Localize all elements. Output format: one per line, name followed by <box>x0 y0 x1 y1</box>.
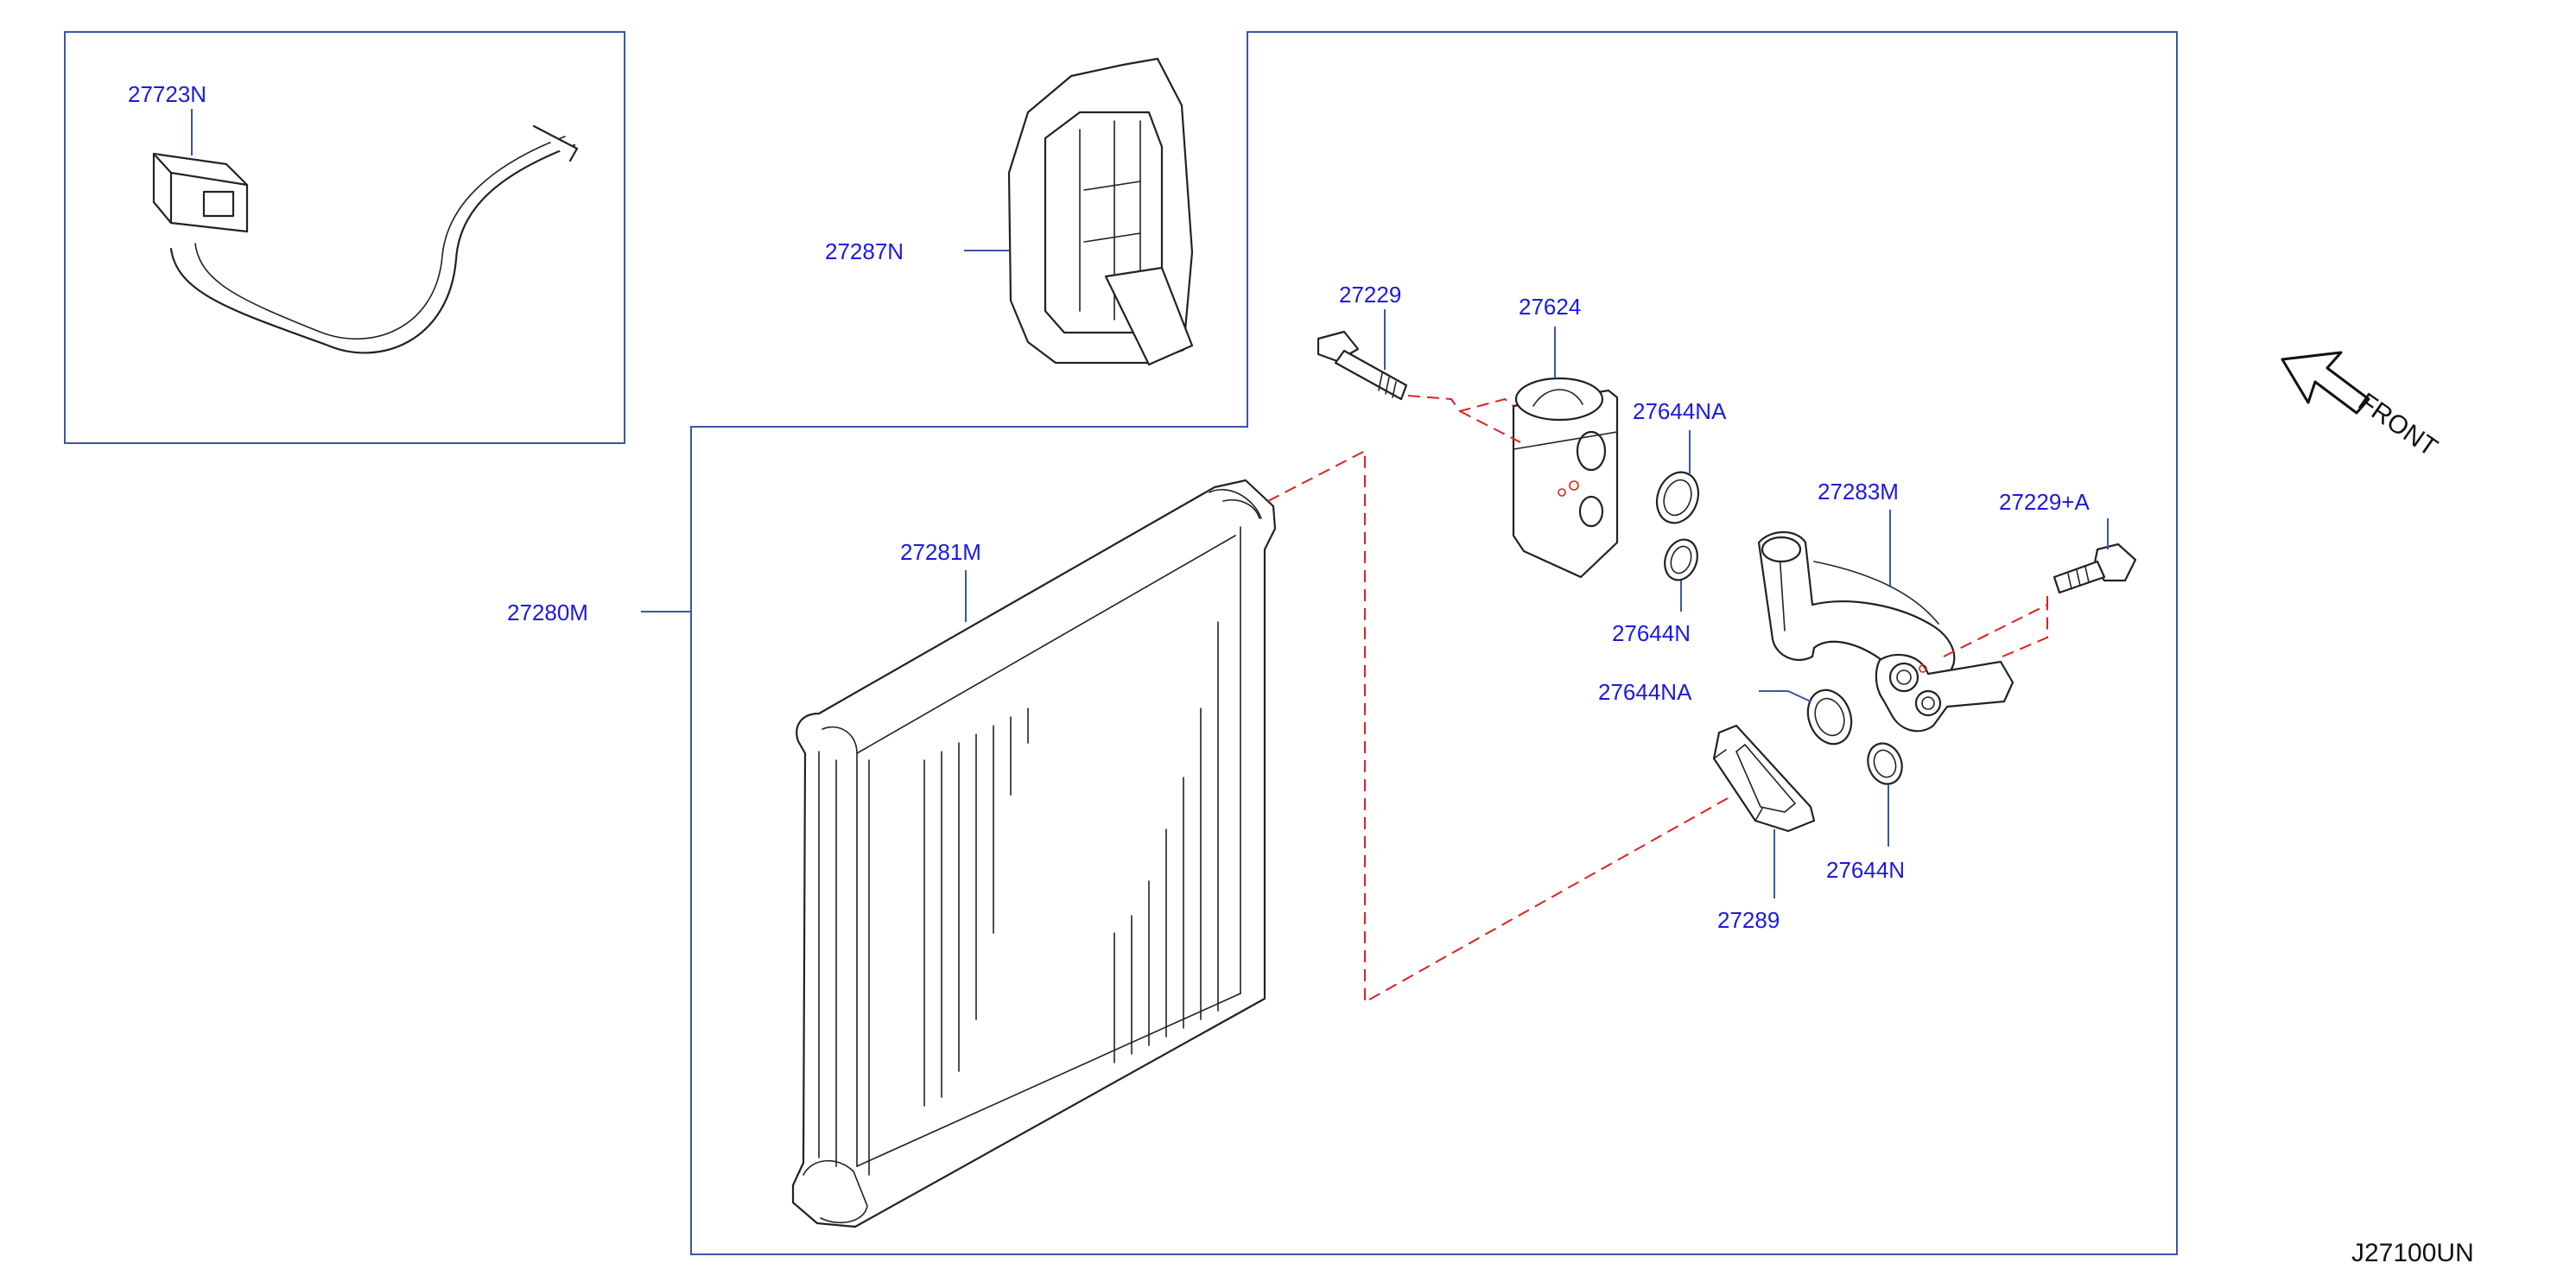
label-27723N: 27723N <box>128 81 206 107</box>
bolt-27229A-part <box>2053 543 2137 594</box>
front-arrow-icon <box>2281 351 2370 415</box>
label-27283M: 27283M <box>1818 479 1899 505</box>
expansion-valve-part <box>1512 377 1619 579</box>
label-27644NA-bottom: 27644NA <box>1598 679 1692 705</box>
label-27644NA-top: 27644NA <box>1633 398 1727 424</box>
label-27644N-top: 27644N <box>1612 620 1691 646</box>
gasket-27289-part <box>1712 724 1816 833</box>
o-ring-27644NA-top <box>1655 471 1700 524</box>
sensor-inset-frame <box>64 31 625 444</box>
label-27624: 27624 <box>1519 294 1581 320</box>
duct-seal-part <box>1007 57 1194 366</box>
label-27289: 27289 <box>1717 907 1780 933</box>
diagram-code: J27100UN <box>2351 1239 2474 1267</box>
o-ring-27644N-bottom <box>1867 742 1903 785</box>
o-ring-27644N-top <box>1664 538 1698 581</box>
label-27229A: 27229+A <box>1999 489 2090 515</box>
front-direction-label: FRONT <box>2353 388 2443 462</box>
o-ring-27644NA-bottom <box>1806 689 1853 746</box>
label-27644N-bottom: 27644N <box>1826 857 1905 883</box>
thermo-sensor-part <box>152 124 579 354</box>
leader-27644NA-bottom <box>1759 690 1811 702</box>
label-27229: 27229 <box>1339 282 1401 308</box>
main-assembly-frame <box>690 31 2178 1255</box>
alignment-dashes <box>1267 395 2048 1004</box>
label-27280M: 27280M <box>507 600 588 625</box>
label-27281M: 27281M <box>900 539 981 565</box>
evaporator-pipe-part <box>1757 531 2014 733</box>
label-27287N: 27287N <box>825 238 904 264</box>
bolt-27229-part <box>1317 330 1408 401</box>
evaporator-core-part <box>791 479 1277 1228</box>
